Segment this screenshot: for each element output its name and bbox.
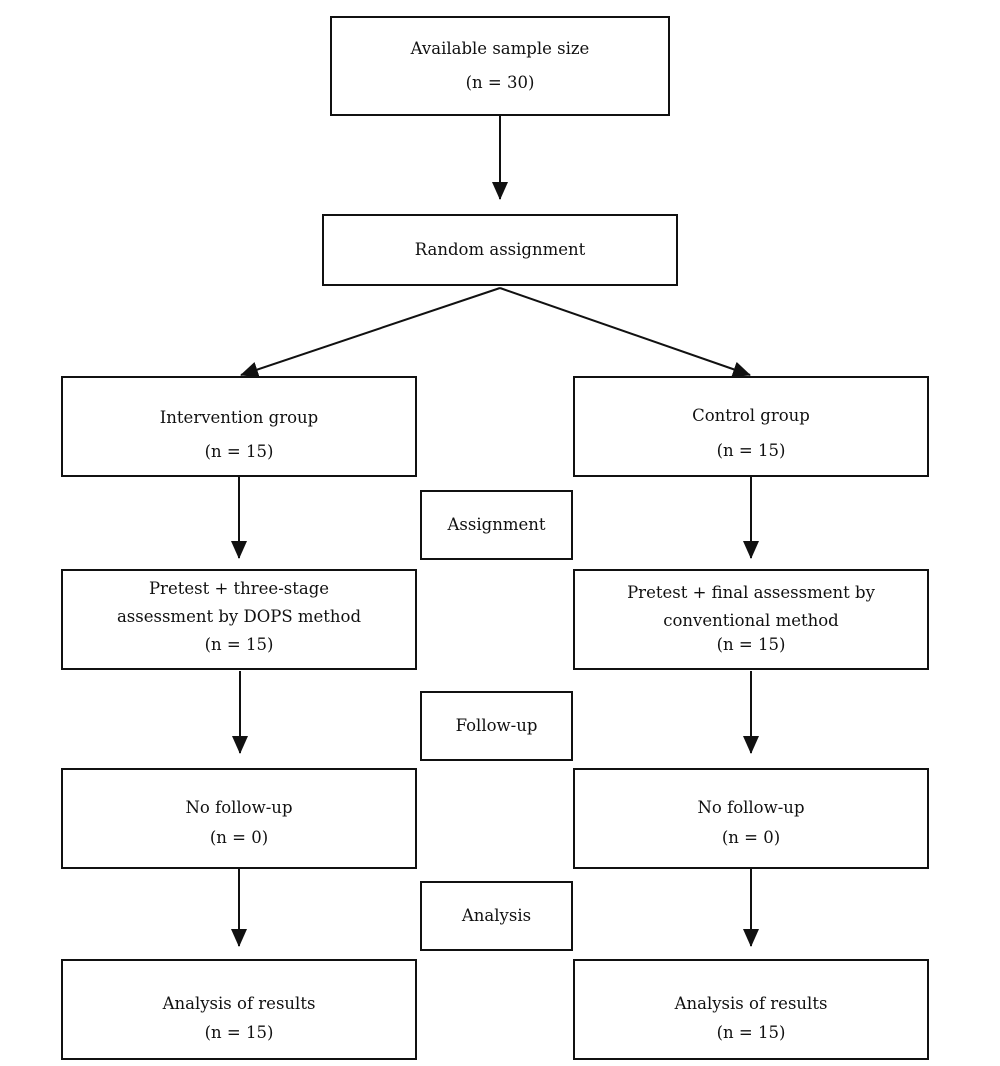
stage-followup-text: Follow-up (455, 716, 538, 735)
random-assignment-box: Random assignment (322, 214, 678, 286)
intervention-allocation-box: Pretest + three-stage assessment by DOPS… (61, 569, 417, 670)
control-analysis-title: Analysis of results (674, 994, 828, 1013)
intervention-allocation-count: (n = 15) (204, 635, 274, 654)
arrow-randomization-to-control (499, 287, 751, 377)
control-allocation-line2: conventional method (663, 611, 839, 630)
available-sample-box: Available sample size (n = 30) (330, 16, 670, 116)
available-sample-title: Available sample size (410, 39, 590, 58)
intervention-followup-title: No follow-up (185, 798, 293, 817)
control-followup-count: (n = 0) (721, 828, 781, 847)
control-analysis-count: (n = 15) (716, 1023, 786, 1042)
arrow-randomization-to-intervention (240, 287, 501, 378)
intervention-group-count: (n = 15) (204, 442, 274, 461)
control-group-count: (n = 15) (716, 441, 786, 460)
intervention-followup-count: (n = 0) (209, 828, 269, 847)
control-group-box: Control group (n = 15) (573, 376, 929, 477)
control-allocation-box: Pretest + final assessment by convention… (573, 569, 929, 670)
stage-followup-label: Follow-up (420, 691, 573, 761)
stage-analysis-text: Analysis (461, 906, 532, 925)
intervention-group-title: Intervention group (159, 408, 319, 427)
intervention-followup-box: No follow-up (n = 0) (61, 768, 417, 869)
stage-analysis-label: Analysis (420, 881, 573, 951)
available-sample-count: (n = 30) (465, 73, 535, 92)
stage-assignment-text: Assignment (447, 515, 546, 534)
intervention-group-box: Intervention group (n = 15) (61, 376, 417, 477)
intervention-allocation-line2: assessment by DOPS method (116, 607, 362, 626)
control-followup-box: No follow-up (n = 0) (573, 768, 929, 869)
control-analysis-box: Analysis of results (n = 15) (573, 959, 929, 1060)
stage-assignment-label: Assignment (420, 490, 573, 560)
intervention-analysis-title: Analysis of results (162, 994, 316, 1013)
control-followup-title: No follow-up (697, 798, 805, 817)
control-allocation-count: (n = 15) (716, 635, 786, 654)
random-assignment-title: Random assignment (414, 240, 586, 259)
control-group-title: Control group (692, 406, 810, 425)
intervention-allocation-line1: Pretest + three-stage (148, 579, 330, 598)
intervention-analysis-box: Analysis of results (n = 15) (61, 959, 417, 1060)
intervention-analysis-count: (n = 15) (204, 1023, 274, 1042)
control-allocation-line1: Pretest + final assessment by (627, 583, 875, 602)
